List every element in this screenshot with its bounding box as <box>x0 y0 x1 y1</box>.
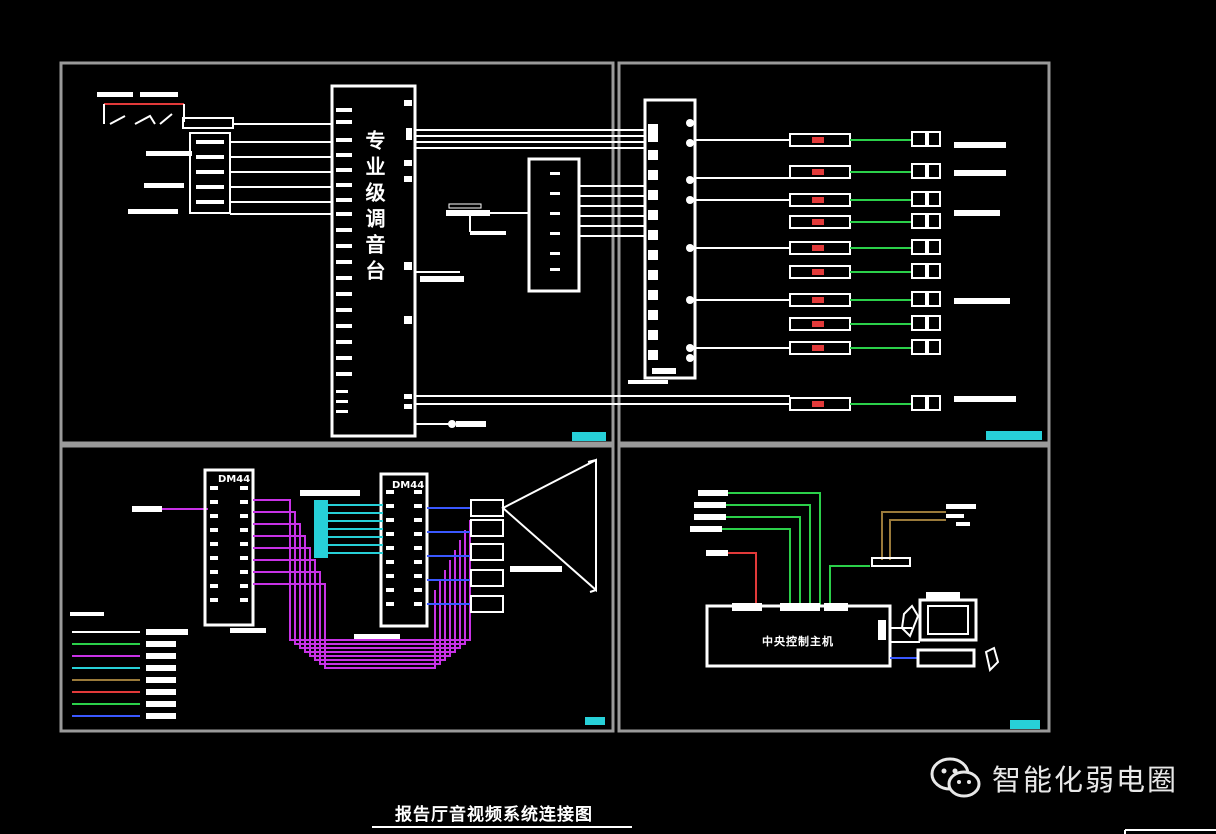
panel-frame-top-right <box>617 61 1051 445</box>
panel-frame-top-left <box>59 61 615 445</box>
mixer-label: 专业级调音台 <box>362 130 386 286</box>
watermark-text: 智能化弱电圈 <box>992 763 1179 797</box>
sheet-tag-bottom-left <box>585 717 605 725</box>
amplifier-panel <box>615 98 1042 440</box>
drawing-title: 报告厅音视频系统连接图 <box>395 805 593 825</box>
mixer-box <box>330 84 417 438</box>
drawing-frames <box>59 61 1051 733</box>
drawing-title-underline <box>372 826 632 828</box>
keyboard-icon <box>916 648 976 668</box>
matrix-b-label: DM44 <box>392 480 425 491</box>
processor-box <box>527 157 581 293</box>
matrix-b-box <box>379 472 429 628</box>
panel-frame-bottom-left <box>59 444 615 733</box>
sheet-tag-top-right <box>986 431 1042 440</box>
wechat-icon <box>930 757 981 798</box>
control-panel <box>690 490 1040 729</box>
sheet-tag-top-left <box>572 432 606 441</box>
watermark: 智能化弱电圈 <box>930 756 1178 800</box>
audio-mixer-panel <box>97 84 645 441</box>
video-matrix-panel <box>70 458 605 725</box>
matrix-a-label: DM44 <box>218 474 251 485</box>
cable-legend <box>70 612 188 719</box>
panel-frame-bottom-right <box>617 444 1051 733</box>
sheet-tag-bottom-right <box>1010 720 1040 729</box>
host-label: 中央控制主机 <box>762 635 834 648</box>
power-amp-box <box>643 98 697 380</box>
